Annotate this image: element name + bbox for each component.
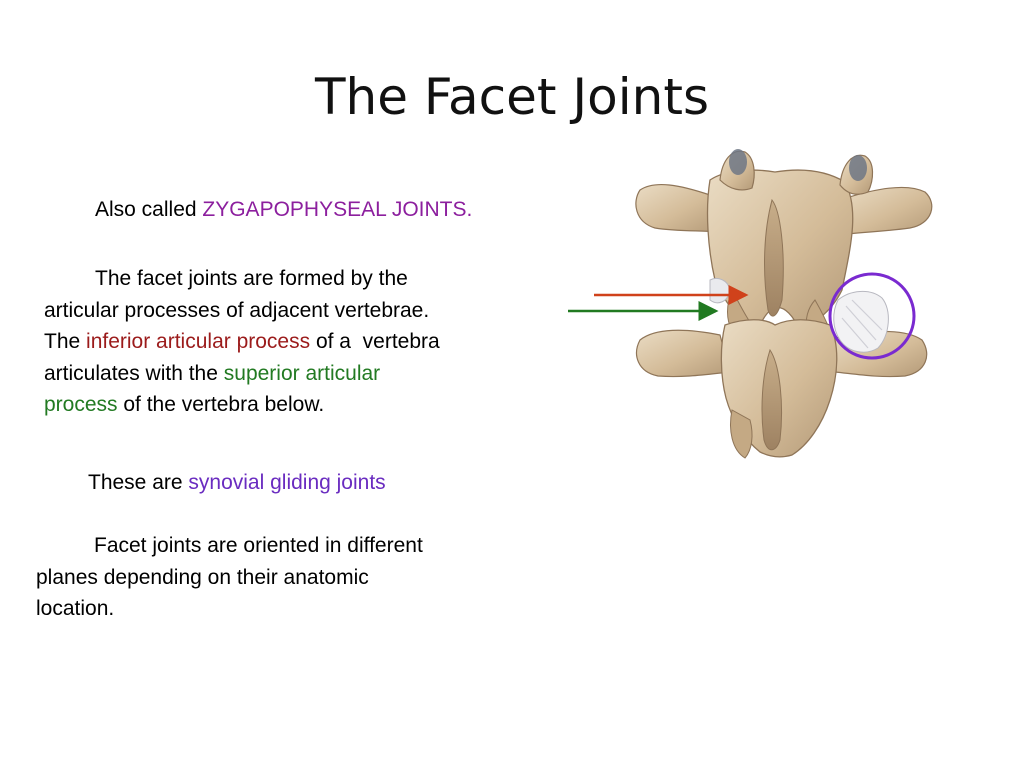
paragraph-facet-formation: The facet joints are formed by the artic… [44,263,440,421]
paragraph-also-called: Also called ZYGAPOPHYSEAL JOINTS. [95,194,472,226]
process-term: process [44,393,118,416]
formation-line-2: articular processes of adjacent vertebra… [44,298,430,322]
zygapophyseal-term: ZYGAPOPHYSEAL JOINTS. [202,198,473,221]
orientation-line-3: location. [36,597,115,620]
formation-line-5-post: of the vertebra below. [117,393,325,416]
synovial-prefix: These are [88,471,189,494]
synovial-gliding-term: synovial gliding joints [188,471,386,494]
formation-line-1: The facet joints are formed by the [95,267,408,290]
paragraph-synovial: These are synovial gliding joints [88,467,386,499]
formation-line-3-pre: The [44,330,87,353]
facet-joint-capsule [833,291,889,353]
upper-spinous-process [764,198,784,317]
formation-line-4-pre: articulates with the [44,361,224,385]
upper-transverse-process-left [635,184,721,233]
also-called-text: Also called [95,198,203,221]
lower-inferior-process-left [730,409,753,459]
inferior-articular-process-term: inferior articular process [86,330,311,353]
lower-vertebra [636,319,928,459]
lower-spinous-process [761,348,782,451]
superior-articular-term: superior articular [223,361,381,385]
formation-line-3: The inferior articular process of a vert… [44,326,440,358]
lower-transverse-process-left [636,329,731,378]
formation-line-5: process of the vertebra below. [44,389,440,421]
facet-joint-highlight-circle [828,272,916,360]
orientation-line-1: Facet joints are oriented in different [94,534,423,557]
formation-line-4: articulates with the superior articular [44,358,440,390]
upper-transverse-process-right [839,186,933,236]
vertebrae-illustration [568,149,933,459]
orientation-line-2: planes depending on their anatomic [36,565,369,589]
slide-title: The Facet Joints [314,68,710,126]
formation-line-3-post: of a vertebra [310,330,440,353]
paragraph-orientation: Facet joints are oriented in different p… [36,530,423,625]
